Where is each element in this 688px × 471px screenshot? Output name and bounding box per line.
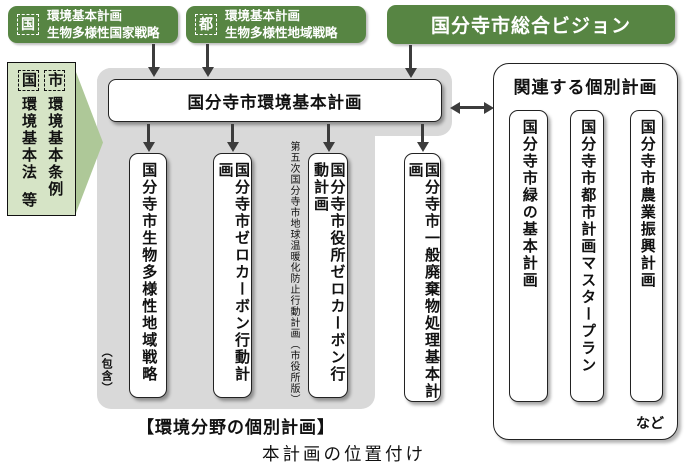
zero-carbon-plan-box: 国分寺市ゼロカーボン行動計画 <box>213 153 252 398</box>
waste-management-plan-box: 国分寺市一般廃棄物処理基本計画 <box>404 153 441 402</box>
metro-plans-box: 都 環境基本計画 生物多様性地域戦略 <box>186 6 366 43</box>
city-vision-label: 国分寺市総合ビジョン <box>430 16 631 37</box>
arrow-to-waste-plan <box>416 124 429 152</box>
arrow-national-to-header <box>147 44 160 77</box>
arrow-to-biodiversity-plan <box>142 124 155 152</box>
waste-management-plan-label: 国分寺市一般廃棄物処理基本計画 <box>406 162 441 400</box>
related-plans-heading: 関連する個別計画 <box>513 78 658 97</box>
law-city-column: 市環境基本条例 <box>44 70 66 215</box>
law-city-tag: 市 <box>44 70 66 91</box>
biodiversity-plan-label: 国分寺市生物多様性地域戦略 <box>140 162 158 383</box>
arrow-to-zero-carbon-plan <box>226 124 239 152</box>
law-national-suffix: 等 <box>20 192 37 209</box>
national-tag: 国 <box>17 13 39 36</box>
city-vision-box: 国分寺市総合ビジョン <box>387 5 675 44</box>
arrow-to-office-zero-carbon-plan <box>322 124 335 152</box>
arrow-header-related-bidirectional <box>450 101 494 114</box>
fifth-warming-plan-note: 第五次国分寺市地球温暖化防止行動計画（市役所版） <box>288 141 299 405</box>
law-city-text: 環境基本条例 <box>46 96 64 198</box>
city-planning-master-plan-box: 国分寺市都市計画マスタープラン <box>570 110 604 402</box>
zero-carbon-plan-label: 国分寺市ゼロカーボン行動計画 <box>216 162 251 383</box>
etc-label: など <box>636 415 664 431</box>
office-zero-carbon-plan-label: 国分寺市役所ゼロカーボン行動計画 <box>312 162 346 383</box>
national-plans-box: 国 環境基本計画 生物多様性国家戦略 <box>8 6 178 43</box>
law-national-text: 環境基本法 <box>20 96 37 181</box>
office-zero-carbon-plan-box: 国分寺市役所ゼロカーボン行動計画 <box>308 153 348 398</box>
law-national-column: 国環境基本法等 <box>18 70 39 215</box>
environment-plan-header-label: 国分寺市環境基本計画 <box>187 93 363 112</box>
green-master-plan-box: 国分寺市緑の基本計画 <box>509 110 548 402</box>
law-national-tag: 国 <box>18 70 39 91</box>
metro-plan-line2: 生物多様性地域戦略 <box>225 25 338 40</box>
arrow-vision-to-header <box>404 45 417 78</box>
city-planning-master-plan-label: 国分寺市都市計画マスタープラン <box>579 119 597 374</box>
environment-plan-header: 国分寺市環境基本計画 <box>108 79 442 122</box>
inclusion-note: （包含） <box>100 346 113 394</box>
metro-plan-line1: 環境基本計画 <box>225 9 301 24</box>
national-plan-line1: 環境基本計画 <box>47 9 123 24</box>
biodiversity-plan-box: 国分寺市生物多様性地域戦略 <box>129 153 167 398</box>
law-basis-box: 国環境基本法等 市環境基本条例 <box>7 62 76 216</box>
field-plans-caption: 【環境分野の個別計画】 <box>137 418 335 437</box>
green-master-plan-label: 国分寺市緑の基本計画 <box>520 119 538 289</box>
metro-tag: 都 <box>195 13 217 36</box>
agriculture-promotion-plan-box: 国分寺市農業振興計画 <box>630 110 663 402</box>
diagram-caption: 本計画の位置付け <box>262 444 426 464</box>
agriculture-promotion-plan-label: 国分寺市農業振興計画 <box>638 119 656 289</box>
metro-plan-lines: 環境基本計画 生物多様性地域戦略 <box>225 8 338 41</box>
national-plan-lines: 環境基本計画 生物多様性国家戦略 <box>47 8 160 41</box>
national-plan-line2: 生物多様性国家戦略 <box>47 25 160 40</box>
arrow-metro-to-header <box>201 44 214 77</box>
